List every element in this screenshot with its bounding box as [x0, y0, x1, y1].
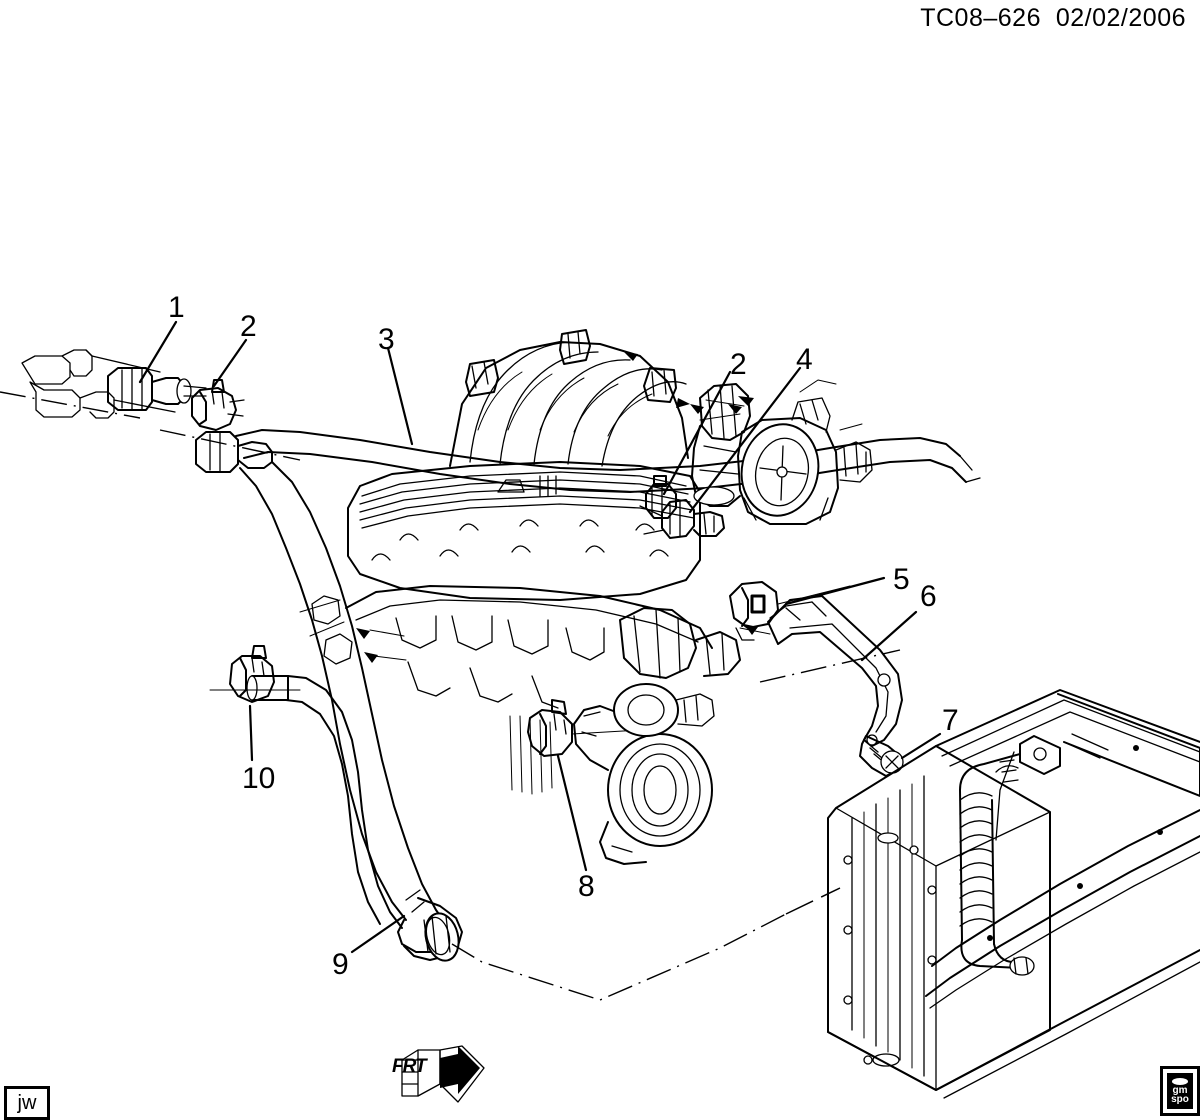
callout-1: 1	[168, 291, 185, 324]
callout-5: 5	[893, 563, 910, 596]
radiator-cooler-assembly	[827, 689, 1200, 1099]
draftsman-initials-box: jw	[4, 1086, 50, 1120]
callout-10: 10	[242, 762, 276, 795]
lower-radiator-hose	[239, 461, 447, 925]
drawing-header: TC08–626 02/02/2006	[920, 4, 1186, 32]
callout-leader-lines	[138, 320, 942, 954]
gm-spo-logo-mark: gm spo	[1167, 1073, 1193, 1109]
hose-barb-fitting-lower	[195, 431, 273, 473]
callout-6: 6	[920, 580, 937, 613]
throttle-body	[737, 379, 873, 525]
callout-2b: 2	[730, 348, 747, 381]
callout-8: 8	[578, 870, 595, 903]
intake-manifold	[449, 329, 745, 467]
logo-text-gm: gm	[1172, 1085, 1188, 1096]
accessory-drive-compressor	[573, 683, 715, 865]
oil-cooler-coil	[959, 753, 1035, 976]
front-marker-label: FRT	[392, 1056, 427, 1077]
callout-2a: 2	[240, 310, 257, 343]
hose-clamp-left	[209, 645, 301, 703]
callout-7: 7	[942, 704, 959, 737]
mounting-bracket	[767, 595, 903, 747]
callout-3: 3	[378, 323, 395, 356]
hose-quick-connect-fitting	[21, 349, 207, 419]
installation-path-line	[0, 391, 901, 1001]
engine-valve-cover	[347, 461, 701, 601]
hose-retainer-clip	[729, 581, 851, 641]
front-orientation-marker	[396, 1044, 486, 1112]
gm-spo-logo: gm spo	[1160, 1066, 1200, 1116]
radiator-hose-outlet	[397, 889, 463, 962]
exhaust-manifold	[619, 607, 771, 679]
logo-text-spo: spo	[1171, 1094, 1189, 1105]
draftsman-initials: jw	[17, 1091, 37, 1114]
hose-clamp-engine-side	[645, 475, 677, 519]
hose-branch-left	[246, 675, 403, 929]
air-intake-duct	[676, 383, 754, 507]
logo-ellipse	[1172, 1078, 1188, 1085]
callout-9: 9	[332, 948, 349, 981]
callout-4: 4	[796, 343, 813, 376]
engine-block-detail	[299, 585, 713, 795]
